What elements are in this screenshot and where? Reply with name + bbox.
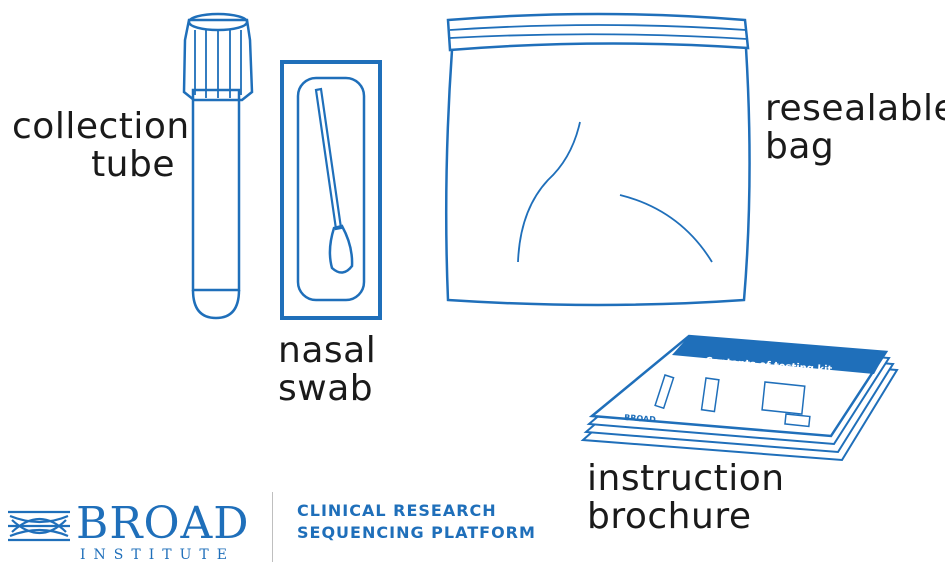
platform-name-line1: CLINICAL RESEARCH xyxy=(297,500,536,522)
nasal-swab-label-line1: nasal xyxy=(278,332,376,370)
resealable-bag-label-line2: bag xyxy=(765,128,945,166)
collection-tube-label: collection tube xyxy=(12,108,175,184)
collection-tube-label-line2: tube xyxy=(12,146,175,184)
broad-logo-subtext: INSTITUTE xyxy=(80,547,235,562)
resealable-bag-label: resealable bag xyxy=(765,90,945,166)
collection-tube-label-line1: collection xyxy=(12,108,175,146)
broad-logo-mark xyxy=(8,512,70,540)
instruction-brochure-illustration: Contents of testing kit BROAD xyxy=(583,336,897,460)
instruction-brochure-label-line1: instruction xyxy=(587,460,785,498)
platform-name-line2: SEQUENCING PLATFORM xyxy=(297,522,536,544)
nasal-swab-illustration xyxy=(282,62,380,318)
broad-logo-wordmark: BROAD xyxy=(76,498,250,549)
instruction-brochure-label: instruction brochure xyxy=(587,460,785,536)
nasal-swab-label: nasal swab xyxy=(278,332,376,408)
instruction-brochure-label-line2: brochure xyxy=(587,498,785,536)
resealable-bag-illustration xyxy=(446,14,749,305)
resealable-bag-label-line1: resealable xyxy=(765,90,945,128)
nasal-swab-label-line2: swab xyxy=(278,370,376,408)
broad-logo: BROAD INSTITUTE xyxy=(8,498,250,562)
platform-name: CLINICAL RESEARCH SEQUENCING PLATFORM xyxy=(297,500,536,544)
collection-tube-illustration xyxy=(184,14,252,318)
footer-divider xyxy=(272,492,273,562)
